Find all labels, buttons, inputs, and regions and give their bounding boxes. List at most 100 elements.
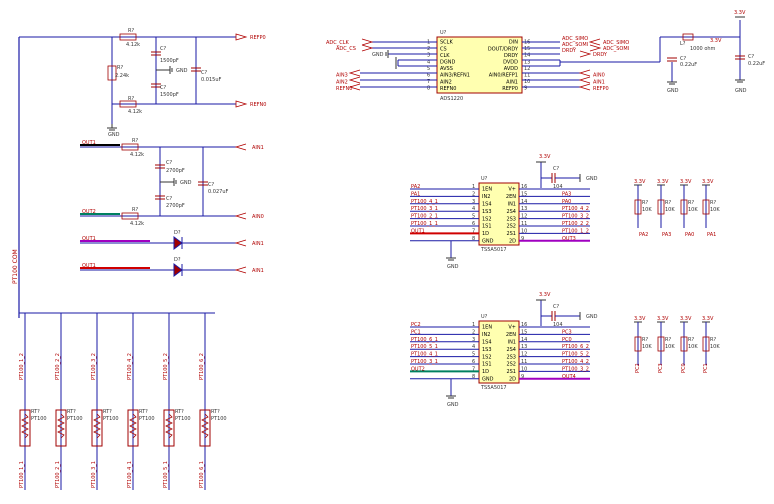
mux-pin-name: 2S3 [506,354,516,360]
pullup-ref: R? [642,200,648,206]
reg-gnd2: GND [735,88,747,94]
pullup-val: 10K [642,207,652,213]
filter-r1-ref: R? [132,138,138,144]
mux-pin-num: 2 [472,329,475,335]
mux-pin-name: 2D [509,377,516,383]
adc-cs-port[interactable] [361,44,374,52]
refn0-port[interactable] [235,100,248,108]
mux-pin-num: 10 [521,228,527,234]
mux-pin-name: 2EN [506,194,516,200]
filter-c2-val: 2700pF [166,203,185,209]
ain1-adc-port[interactable] [578,76,591,84]
sensor-bot-net: PT100_3_1 [91,461,97,488]
refn0-adc-port[interactable] [348,83,361,91]
pullup-supply: 3.3V [657,316,669,322]
ain0-adc-port[interactable] [578,69,591,77]
pullup-ref: R? [710,200,716,206]
pullup-supply: 3.3V [680,179,692,185]
mux-pin-num: 3 [472,199,475,205]
filter-in2-net: OUT2 [82,209,96,215]
pt100-com-bus: PT100 COM [12,36,236,318]
mux-right-net: PT100_4_2 [562,206,589,212]
r-bot-ref: R? [128,96,134,102]
mux1-cap-gnd: GND [586,176,598,182]
mux-pin-name: GND [482,239,494,245]
mux-pin-name: 2S4 [506,209,516,215]
adc-pin-num: 15 [524,46,530,52]
mux-pin-num: 9 [521,374,524,380]
sensor-top-net: PT100_5_2 [163,353,169,380]
mux2-gnd: GND [447,402,459,408]
adc-pin-name: AIN0/REFP1 [489,73,518,79]
pullup-resistor [680,336,688,352]
adc-pin-num: 8 [427,86,430,92]
pullup-group-c: 3.3VR?10KPC23.3VR?10KPC33.3VR?10KPC03.3V… [634,316,720,373]
mux1-gnd: GND [447,264,459,270]
mux-pin-name: 2S3 [506,216,516,222]
mux-right-net: PA0 [562,199,571,205]
pullup-resistor [657,336,665,352]
ain-filter: OUT1 R? 4.12k OUT2 R? 4.12k C? 2700pF C?… [80,138,264,227]
adc-right-net: REFP0 [593,86,609,92]
filter-c2-ref: C? [166,196,172,202]
mux2-body [478,320,520,384]
adc-pin-name: AIN2 [440,79,452,85]
adc-drdy-net: DRDY [562,48,577,54]
filter-gnd: GND [180,180,192,186]
ain0-port[interactable] [234,212,247,220]
c1-symbol [151,51,161,56]
adc-pin-name: CLK [440,53,450,59]
ain2-port[interactable] [348,76,361,84]
adc-pin-num: 13 [524,59,530,65]
diode2-port[interactable] [234,266,247,274]
pullup-supply: 3.3V [702,179,714,185]
diode1-port[interactable] [234,239,247,247]
adc-pin-name: AIN3/REFN1 [440,73,470,79]
pullup-net: PC1 [703,363,709,373]
ain1-port[interactable] [234,143,247,151]
somi-port[interactable] [589,44,602,52]
power-filter: L? 1000 ohm 3.3V 3.3V C? 0.22uF C? 0.22u… [659,10,765,94]
refp0-port[interactable] [235,33,248,41]
mux-right-net: PA3 [562,191,571,197]
sensor-bot-net: PT100_6_1 [199,461,205,488]
mux-right-net: OUT3 [562,236,576,242]
mux1-cap-val: 104 [553,184,563,190]
drdy-port[interactable] [579,50,592,58]
mux1-body [478,182,520,246]
adc-pin-num: 5 [427,66,430,72]
pullup-ref: R? [688,200,694,206]
pullup-supply: 3.3V [634,316,646,322]
adc-clk-port[interactable] [361,38,374,46]
pullup-supply: 3.3V [657,179,669,185]
adc-pin-name: DGND [440,60,455,66]
filter-r2-ref: R? [132,207,138,213]
mux2-ref: U? [481,314,488,320]
mux-pin-name: 1D [482,369,489,375]
reg-v-label: 3.3V [710,38,722,44]
pullup-resistor [702,199,710,215]
mux-pin-num: 3 [472,337,475,343]
pullup-val: 10K [665,344,675,350]
filter-c1-val: 2700pF [166,168,185,174]
mux-pin-num: 14 [521,337,527,343]
mux-pin-num: 6 [472,221,475,227]
diode1-symbol [173,236,183,250]
filter-c3-val: 0.027uF [208,189,228,195]
refp0-adc-port[interactable] [578,83,591,91]
pullup-net: PC2 [635,363,641,373]
reg-gnd1: GND [667,88,679,94]
mux-pin-num: 12 [521,352,527,358]
pullup-net: PA1 [707,232,716,238]
mux-pin-num: 11 [521,221,527,227]
ain3-port[interactable] [348,69,361,77]
sensor-val: PT100 [67,416,83,422]
mux1-33v: 3.3V [539,154,551,160]
pullup-ref: R? [642,337,648,343]
mux-left-net: PT100_3_1 [411,359,438,365]
simo-port[interactable] [588,38,601,46]
pullup-net: PA3 [662,232,671,238]
mux-left-net: PT100_3_1 [411,206,438,212]
mux-pin-num: 7 [472,366,475,372]
sensor-ref: RT? [175,409,184,415]
